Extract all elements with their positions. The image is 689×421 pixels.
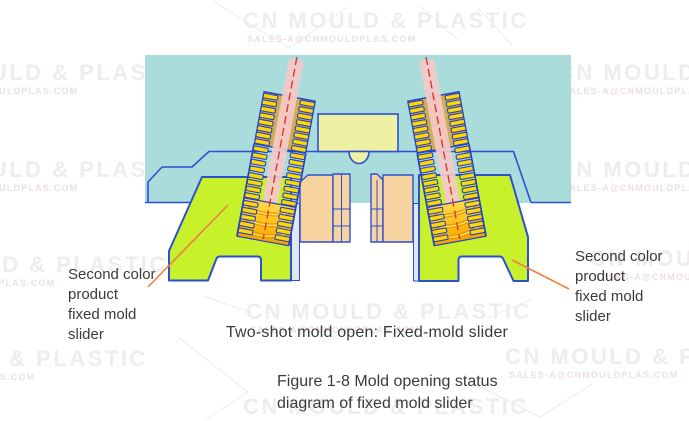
label-line: slider: [575, 308, 611, 325]
core-insert-right: [382, 174, 414, 243]
leader-line-right: [511, 259, 570, 290]
label-line: fixed mold: [575, 288, 644, 305]
diagram-caption: Two-shot mold open: Fixed-mold slider: [225, 324, 509, 341]
sprue-bushing: [317, 113, 399, 153]
angle-pin-right: [406, 56, 487, 247]
pin-centerline: [262, 56, 298, 240]
figure-caption-line2: diagram of fixed mold slider: [277, 395, 473, 412]
sprue-tip: [348, 150, 370, 165]
label-right-slider: Second color product fixed mold slider: [575, 247, 663, 327]
core-inserts: [299, 173, 414, 243]
label-line: Second color: [575, 248, 663, 265]
angle-pin-left: [236, 56, 317, 247]
label-line: product: [575, 268, 626, 285]
label-left-slider: Second color product fixed mold slider: [68, 265, 156, 345]
pin-centerline: [425, 56, 461, 240]
label-line: fixed mold: [68, 306, 137, 323]
label-line: product: [68, 286, 119, 303]
label-line: Second color: [68, 266, 156, 283]
leader-line-left: [147, 204, 229, 288]
core-insert-left: [299, 174, 334, 243]
figure-caption-line1: Figure 1-8 Mold opening status: [277, 373, 498, 390]
label-line: slider: [68, 326, 104, 343]
